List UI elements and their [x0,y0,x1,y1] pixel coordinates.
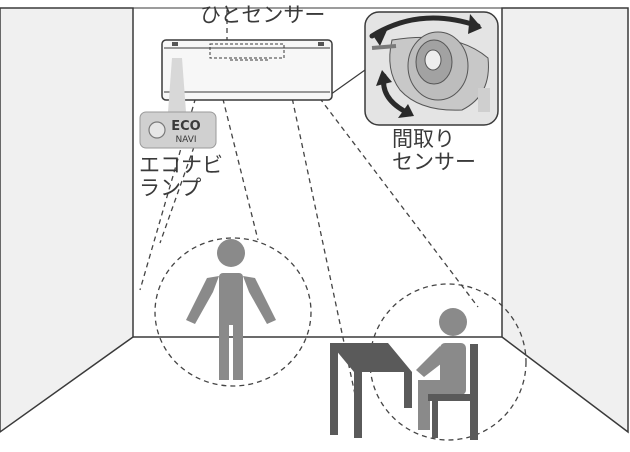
table-icon [330,343,412,438]
left-wall [0,7,134,433]
eco-lamp-label-line1: エコナビ [139,153,223,177]
chair-icon [428,344,478,440]
eco-badge-line2: NAVI [175,135,196,145]
seated-person-icon [416,308,467,430]
eco-lamp-label: エコナビ ランプ [139,154,223,199]
lamp-beam [168,58,186,112]
eco-navi-lamp-icon: ECO NAVI [139,111,217,149]
floor-sensor-zoom [364,11,499,126]
human-sensor-label: ひとセンサー [200,3,326,27]
eco-lamp-label-line2: ランプ [139,175,202,200]
zoom-leader-line [326,69,366,98]
detection-area-left [154,237,312,387]
right-wall [501,7,629,434]
floor-sensor-label-line1: 間取り [392,127,455,151]
standing-person-icon [186,239,276,380]
floor-sensor-label: 間取り センサー [392,128,476,173]
floor-sensor-label-line2: センサー [392,149,476,174]
air-conditioner [161,39,333,101]
human-sensor-window [209,43,285,59]
eco-badge-line1: ECO [171,119,200,134]
